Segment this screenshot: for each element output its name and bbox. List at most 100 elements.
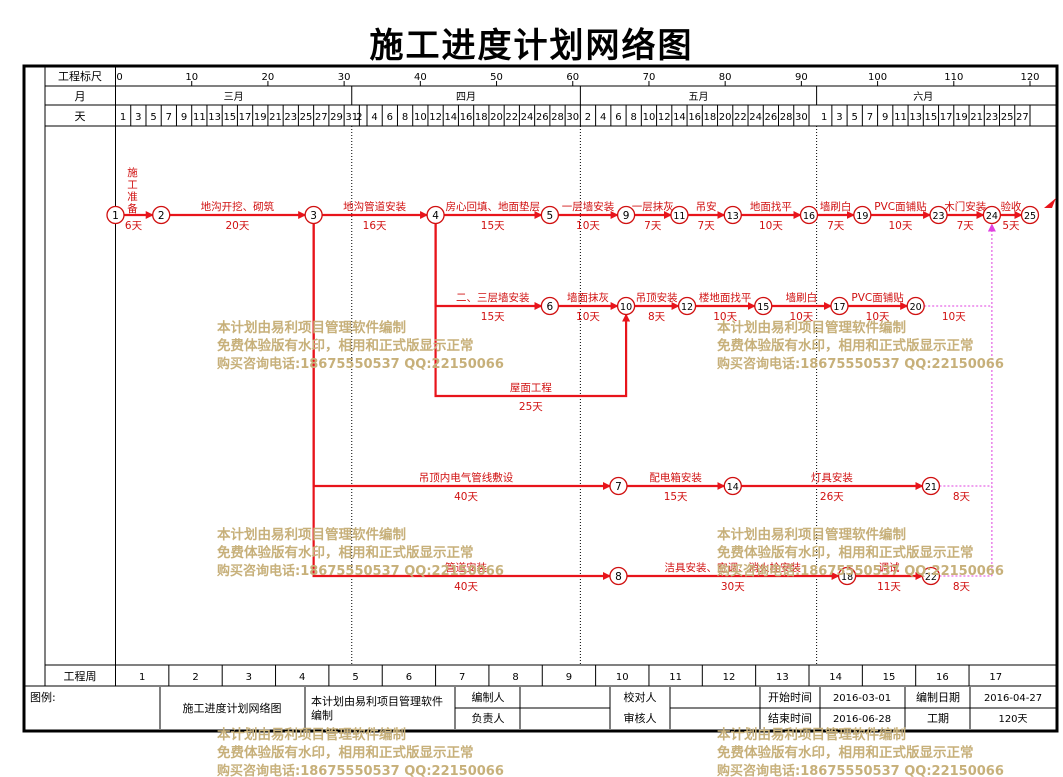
software-note: 本计划由易利项目管理软件 [311, 694, 443, 708]
day-number: 5 [852, 112, 858, 123]
event-node-number: 24 [986, 211, 998, 222]
event-node [799, 205, 819, 225]
legend-label: 图例: [30, 690, 56, 704]
activity-duration: 7天 [827, 220, 845, 232]
event-node [723, 476, 742, 496]
event-node [921, 476, 941, 496]
day-number: 21 [970, 112, 983, 123]
start-label: 开始时间 [768, 690, 812, 704]
watermark-text: 购买咨询电话:18675550537 QQ:22150066 [217, 563, 504, 579]
watermark-text: 购买咨询电话:18675550537 QQ:22150066 [217, 356, 504, 372]
week-number: 17 [989, 672, 1002, 683]
event-node-number: 25 [1024, 211, 1036, 222]
day-number: 19 [254, 112, 267, 123]
scale-tick-label: 100 [868, 72, 887, 83]
event-node-number: 19 [856, 211, 868, 222]
compile-date-label: 编制日期 [916, 690, 960, 704]
event-node [106, 205, 125, 225]
event-node-number: 11 [673, 211, 685, 222]
day-number: 22 [734, 112, 747, 123]
day-number: 4 [371, 112, 377, 123]
scale-label: 工程标尺 [58, 69, 102, 83]
watermark-text: 免费体验版有水印，相用和正式版显示正常 [217, 744, 474, 761]
event-node-number: 14 [727, 482, 739, 493]
software-note: 编制 [311, 708, 333, 722]
event-node-number: 5 [547, 210, 554, 222]
activity-arrow [434, 223, 631, 398]
activity-duration: 10天 [759, 220, 783, 232]
watermark-text: 本计划由易利项目管理软件编制 [717, 726, 906, 743]
day-number: 18 [475, 112, 488, 123]
day-number: 28 [780, 112, 793, 123]
day-number: 6 [387, 112, 393, 123]
float-duration: 8天 [953, 581, 971, 593]
activity-name: 洁具安装、空调、消火栓安装 [665, 561, 802, 574]
activity-duration: 25天 [519, 401, 543, 413]
day-number: 21 [269, 112, 282, 123]
scale-tick-label: 0 [116, 72, 122, 83]
event-node [723, 205, 742, 225]
day-label: 天 [75, 110, 86, 123]
day-number: 10 [643, 112, 656, 123]
event-node-number: 12 [681, 302, 693, 313]
week-label: 工程周 [64, 670, 97, 683]
day-number: 30 [566, 112, 579, 123]
event-node [921, 566, 941, 586]
page-title: 施工进度计划网络图 [369, 26, 694, 66]
activity-name: 吊顶安装 [636, 291, 678, 304]
end-label: 结束时间 [768, 712, 812, 725]
event-node [853, 205, 872, 225]
day-number: 29 [330, 112, 343, 123]
day-number: 23 [284, 112, 297, 123]
activity-duration: 10天 [713, 311, 737, 323]
day-number: 26 [536, 112, 549, 123]
event-node [754, 296, 773, 316]
day-number: 24 [749, 112, 762, 123]
scale-tick-label: 50 [490, 72, 503, 83]
week-number: 1 [139, 672, 145, 683]
day-number: 17 [239, 112, 252, 123]
watermark-text: 免费体验版有水印，相用和正式版显示正常 [217, 337, 474, 354]
activity-duration: 40天 [454, 581, 478, 593]
day-number: 27 [315, 112, 328, 123]
event-node [906, 296, 925, 316]
event-node-number: 15 [757, 302, 769, 313]
watermark-text: 免费体验版有水印，相用和正式版显示正常 [217, 544, 474, 561]
activity-name: 墙面抹灰 [567, 291, 609, 304]
activity-name: 一层抹灰 [632, 200, 674, 213]
activity-duration: 10天 [576, 311, 600, 323]
day-number: 13 [208, 112, 221, 123]
event-node [616, 296, 636, 316]
activity-name: 吊安 [696, 200, 717, 213]
event-node [616, 205, 636, 225]
scale-tick-label: 20 [262, 72, 275, 83]
watermark-text: 本计划由易利项目管理软件编制 [217, 319, 406, 336]
day-number: 25 [300, 112, 313, 123]
activity-name: 地沟管道安装 [343, 200, 406, 213]
activity-name: 施 [127, 166, 138, 179]
week-number: 4 [299, 672, 305, 683]
day-number: 13 [909, 112, 922, 123]
activity-name: 木门安装 [944, 200, 986, 213]
event-node [152, 205, 171, 225]
week-number: 7 [459, 672, 465, 683]
event-node [1020, 205, 1040, 225]
scale-tick-label: 70 [643, 72, 656, 83]
day-number: 31 [345, 112, 358, 123]
day-number: 26 [765, 112, 778, 123]
float-duration: 8天 [953, 491, 971, 503]
day-number: 30 [795, 112, 808, 123]
day-number: 25 [1001, 112, 1014, 123]
event-node [609, 476, 628, 496]
week-number: 16 [936, 672, 949, 683]
activity-name: 墙刷白 [820, 200, 852, 213]
day-number: 1 [821, 112, 827, 123]
activity-name: 一层墙安装 [562, 200, 615, 213]
activity-duration: 40天 [454, 491, 478, 503]
checker-label: 校对人 [624, 690, 657, 704]
day-number: 18 [704, 112, 717, 123]
watermark-text: 购买咨询电话:18675550537 QQ:22150066 [717, 563, 1004, 579]
activity-arrow [312, 223, 611, 580]
event-node-number: 17 [833, 302, 845, 313]
